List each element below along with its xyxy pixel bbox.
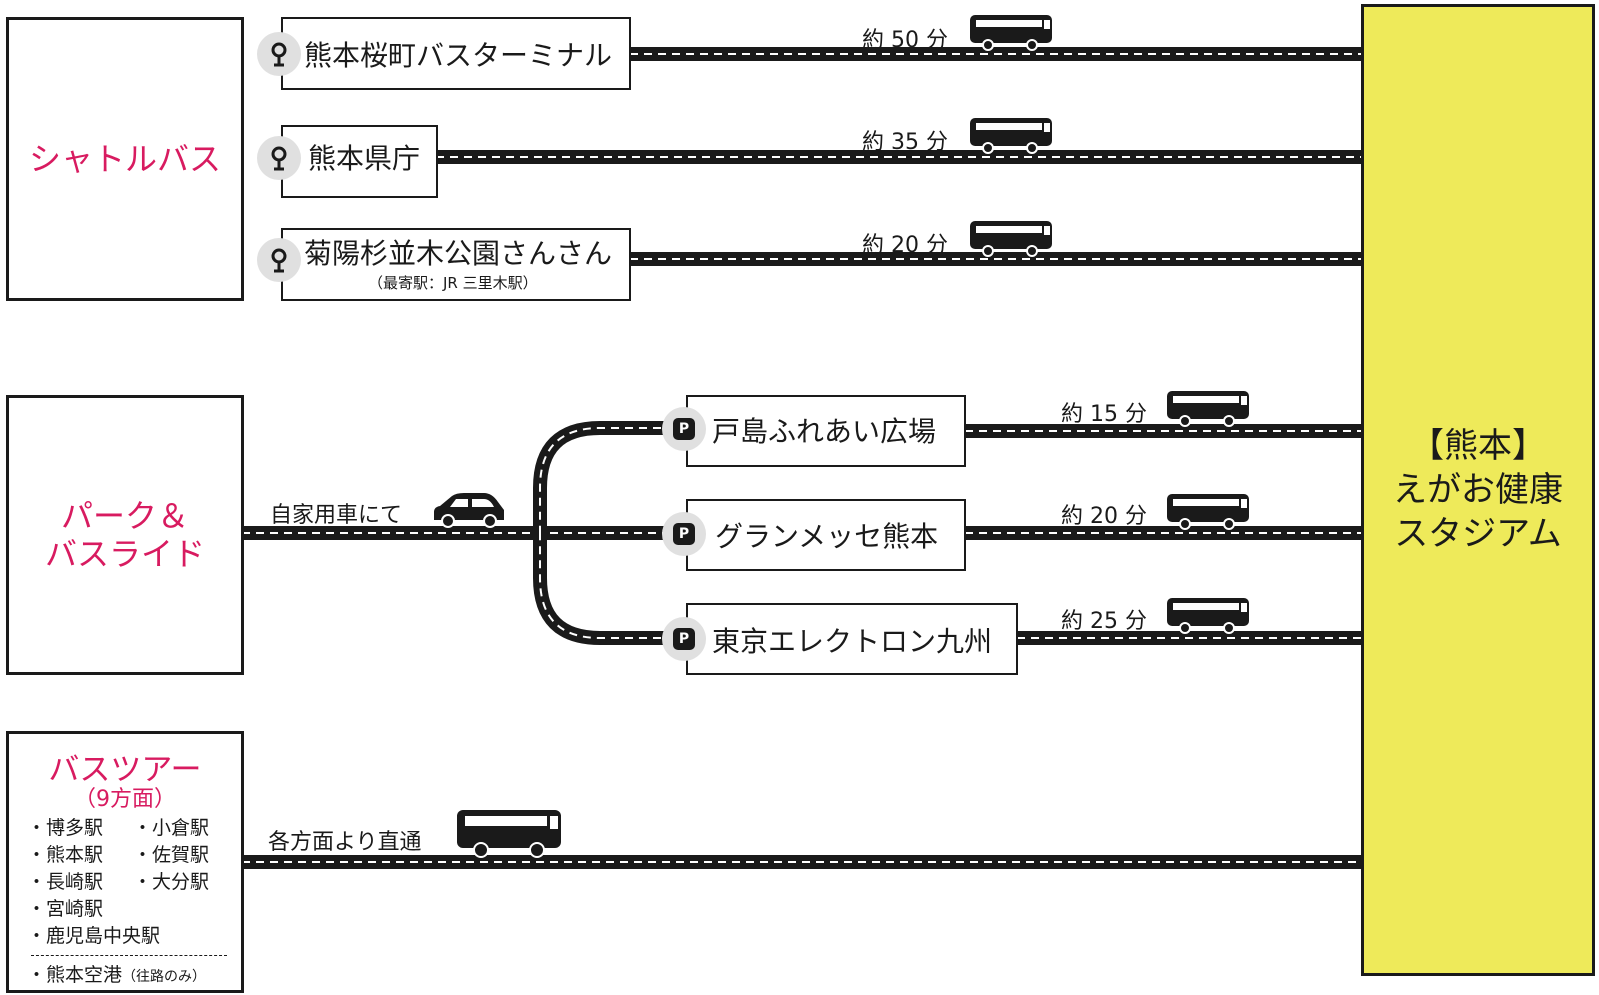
- category-title-line1: パーク＆: [60, 496, 189, 535]
- parking-pin: P: [662, 617, 706, 661]
- station-miyazaki: ・宮崎駅: [27, 898, 104, 920]
- duration-label: 約 25 分: [1061, 609, 1147, 634]
- stop-name: 菊陽杉並木公園さんさん: [304, 237, 613, 270]
- car-route-label: 自家用車にて: [270, 503, 403, 528]
- stop-name: 熊本県庁: [308, 142, 421, 175]
- bus-icon: [1165, 492, 1251, 536]
- bus-icon: [1165, 596, 1251, 640]
- station-kumamoto-airport: ・熊本空港（往路のみ）: [27, 962, 206, 991]
- parking-box-toshima: [686, 395, 966, 467]
- parking-icon: P: [673, 418, 695, 440]
- stop-box-kikuyo-park: [281, 228, 631, 301]
- station-note: （往路のみ）: [122, 969, 207, 985]
- stop-name: 熊本桜町バスターミナル: [304, 39, 613, 72]
- parking-name: グランメッセ熊本: [715, 520, 939, 553]
- station-kagoshima-chuo: ・鹿児島中央駅: [27, 925, 161, 947]
- stadium-name-line2: スタジアム: [1394, 514, 1562, 555]
- category-title: シャトルバス: [28, 139, 221, 178]
- road-branch-lower: [533, 533, 675, 645]
- parking-name: 戸島ふれあい広場: [712, 415, 937, 448]
- station-oita: ・大分駅: [133, 871, 210, 893]
- category-title: バスツアー: [48, 752, 202, 788]
- stop-note: （最寄駅：JR 三里木駅）: [368, 274, 538, 292]
- station-name: ・熊本空港: [27, 964, 123, 986]
- category-title-line2: バスライド: [44, 535, 205, 573]
- stadium-name-line1: えがお健康: [1393, 469, 1563, 510]
- category-bus-tour: バスツアー （9方面） ・博多駅 ・小倉駅 ・熊本駅 ・佐賀駅 ・長崎駅 ・大分…: [6, 731, 244, 993]
- divider: [31, 955, 227, 956]
- parking-box-grandmesse: [686, 499, 966, 571]
- parking-icon: P: [673, 523, 695, 545]
- duration-label: 約 35 分: [862, 130, 948, 155]
- station-nagasaki: ・長崎駅: [27, 871, 104, 893]
- parking-box-tel-kyushu: [686, 603, 1018, 675]
- station-hakata: ・博多駅: [27, 817, 104, 839]
- bus-stop-pin-icon: [257, 32, 301, 76]
- category-shuttle-bus: シャトルバス: [6, 17, 244, 301]
- parking-icon: P: [673, 628, 695, 650]
- duration-label: 約 20 分: [1061, 504, 1147, 529]
- road-branch-upper: [533, 421, 675, 533]
- duration-label: 約 20 分: [862, 233, 948, 258]
- stadium-destination: 【熊本】 えがお健康 スタジアム: [1361, 4, 1595, 976]
- duration-label: 約 50 分: [862, 28, 948, 53]
- station-kokura: ・小倉駅: [133, 817, 210, 839]
- category-park-and-ride: パーク＆ バスライド: [6, 395, 244, 675]
- stop-box-prefectural-office: [281, 125, 438, 198]
- bus-icon: [455, 808, 563, 864]
- category-subtitle: （9方面）: [74, 787, 176, 812]
- stadium-region: 【熊本】: [1410, 425, 1546, 466]
- tour-route-label: 各方面より直通: [268, 830, 422, 855]
- car-icon: [428, 490, 508, 534]
- bus-stop-pin-icon: [257, 136, 301, 180]
- bus-icon: [1165, 389, 1251, 433]
- parking-pin: P: [662, 407, 706, 451]
- parking-pin: P: [662, 512, 706, 556]
- bus-stop-pin-icon: [257, 238, 301, 282]
- station-kumamoto: ・熊本駅: [27, 844, 104, 866]
- bus-icon: [968, 219, 1054, 263]
- parking-name: 東京エレクトロン九州: [712, 625, 993, 658]
- bus-icon: [968, 116, 1054, 160]
- duration-label: 約 15 分: [1061, 402, 1147, 427]
- station-saga: ・佐賀駅: [133, 844, 210, 866]
- bus-icon: [968, 13, 1054, 57]
